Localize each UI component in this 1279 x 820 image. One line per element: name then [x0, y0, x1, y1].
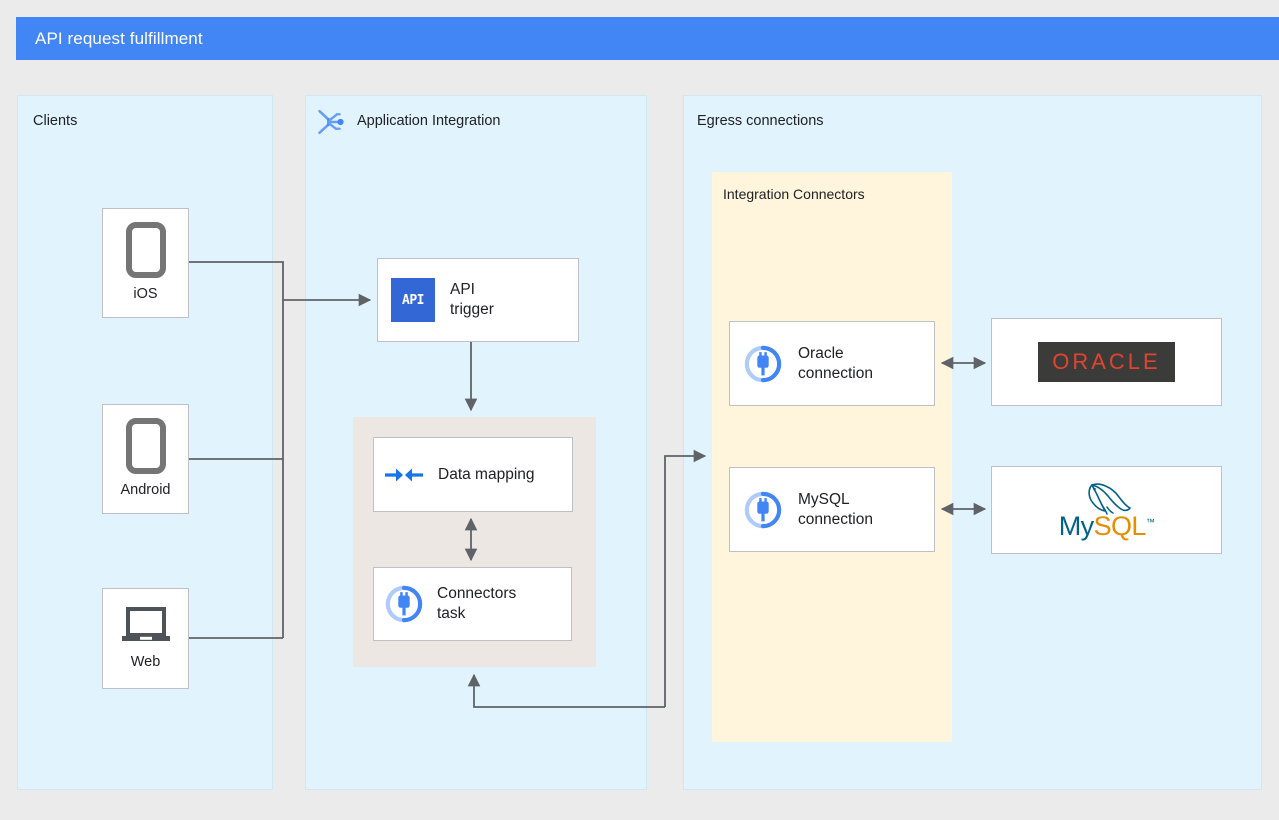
- connectors-plug-icon: [744, 491, 782, 528]
- task-connectors[interactable]: Connectors task: [373, 567, 572, 641]
- panel-integration-connectors: [712, 172, 952, 742]
- laptop-icon: [121, 606, 170, 641]
- mysql-dolphin-icon: [1087, 482, 1131, 515]
- connection-mysql[interactable]: MySQL connection: [729, 467, 935, 552]
- panel-label-clients: Clients: [33, 113, 78, 129]
- mobile-phone-icon: [125, 418, 166, 475]
- task-api-trigger[interactable]: API API trigger: [377, 258, 579, 342]
- connection-oracle[interactable]: Oracle connection: [729, 321, 935, 406]
- client-label-web: Web: [130, 653, 161, 670]
- backend-oracle: ORACLE: [991, 318, 1222, 406]
- task-label-data-mapping: Data mapping: [438, 465, 535, 483]
- panel-label-integration-connectors: Integration Connectors: [723, 186, 865, 202]
- oracle-wordmark: ORACLE: [1052, 349, 1161, 374]
- mysql-wordmark: MySQL™: [1058, 510, 1155, 541]
- task-label-connectors: Connectors task: [437, 585, 517, 622]
- panel-label-egress-connections: Egress connections: [697, 113, 824, 129]
- connection-label-mysql: MySQL connection: [798, 490, 873, 528]
- client-label-ios: iOS: [133, 286, 158, 303]
- task-data-mapping[interactable]: Data mapping: [373, 437, 573, 512]
- connection-label-oracle: Oracle connection: [798, 344, 873, 382]
- connectors-plug-icon: [385, 585, 423, 623]
- application-integration-icon: [318, 109, 344, 135]
- task-label-api-trigger: API trigger: [450, 281, 494, 318]
- page-title: API request fulfillment: [35, 28, 203, 48]
- connectors-plug-icon: [744, 345, 782, 382]
- mysql-trademark: ™: [1145, 516, 1155, 527]
- mysql-wordmark-my: My: [1058, 510, 1094, 541]
- panel-label-application-integration: Application Integration: [357, 113, 501, 129]
- client-card-web[interactable]: Web: [102, 588, 189, 689]
- mysql-wordmark-sql: SQL: [1093, 510, 1147, 541]
- mobile-phone-icon: [125, 222, 166, 279]
- backend-mysql: MySQL™: [991, 466, 1222, 554]
- oracle-logo: ORACLE: [1038, 342, 1175, 382]
- data-mapping-icon: [385, 468, 423, 481]
- client-card-android[interactable]: Android: [102, 404, 189, 514]
- client-card-ios[interactable]: iOS: [102, 208, 189, 318]
- client-label-android: Android: [120, 482, 171, 499]
- mysql-dolphin-logo: MySQL™: [1058, 481, 1155, 541]
- api-trigger-icon: API: [391, 278, 435, 322]
- diagram-title-bar: API request fulfillment: [16, 17, 1279, 60]
